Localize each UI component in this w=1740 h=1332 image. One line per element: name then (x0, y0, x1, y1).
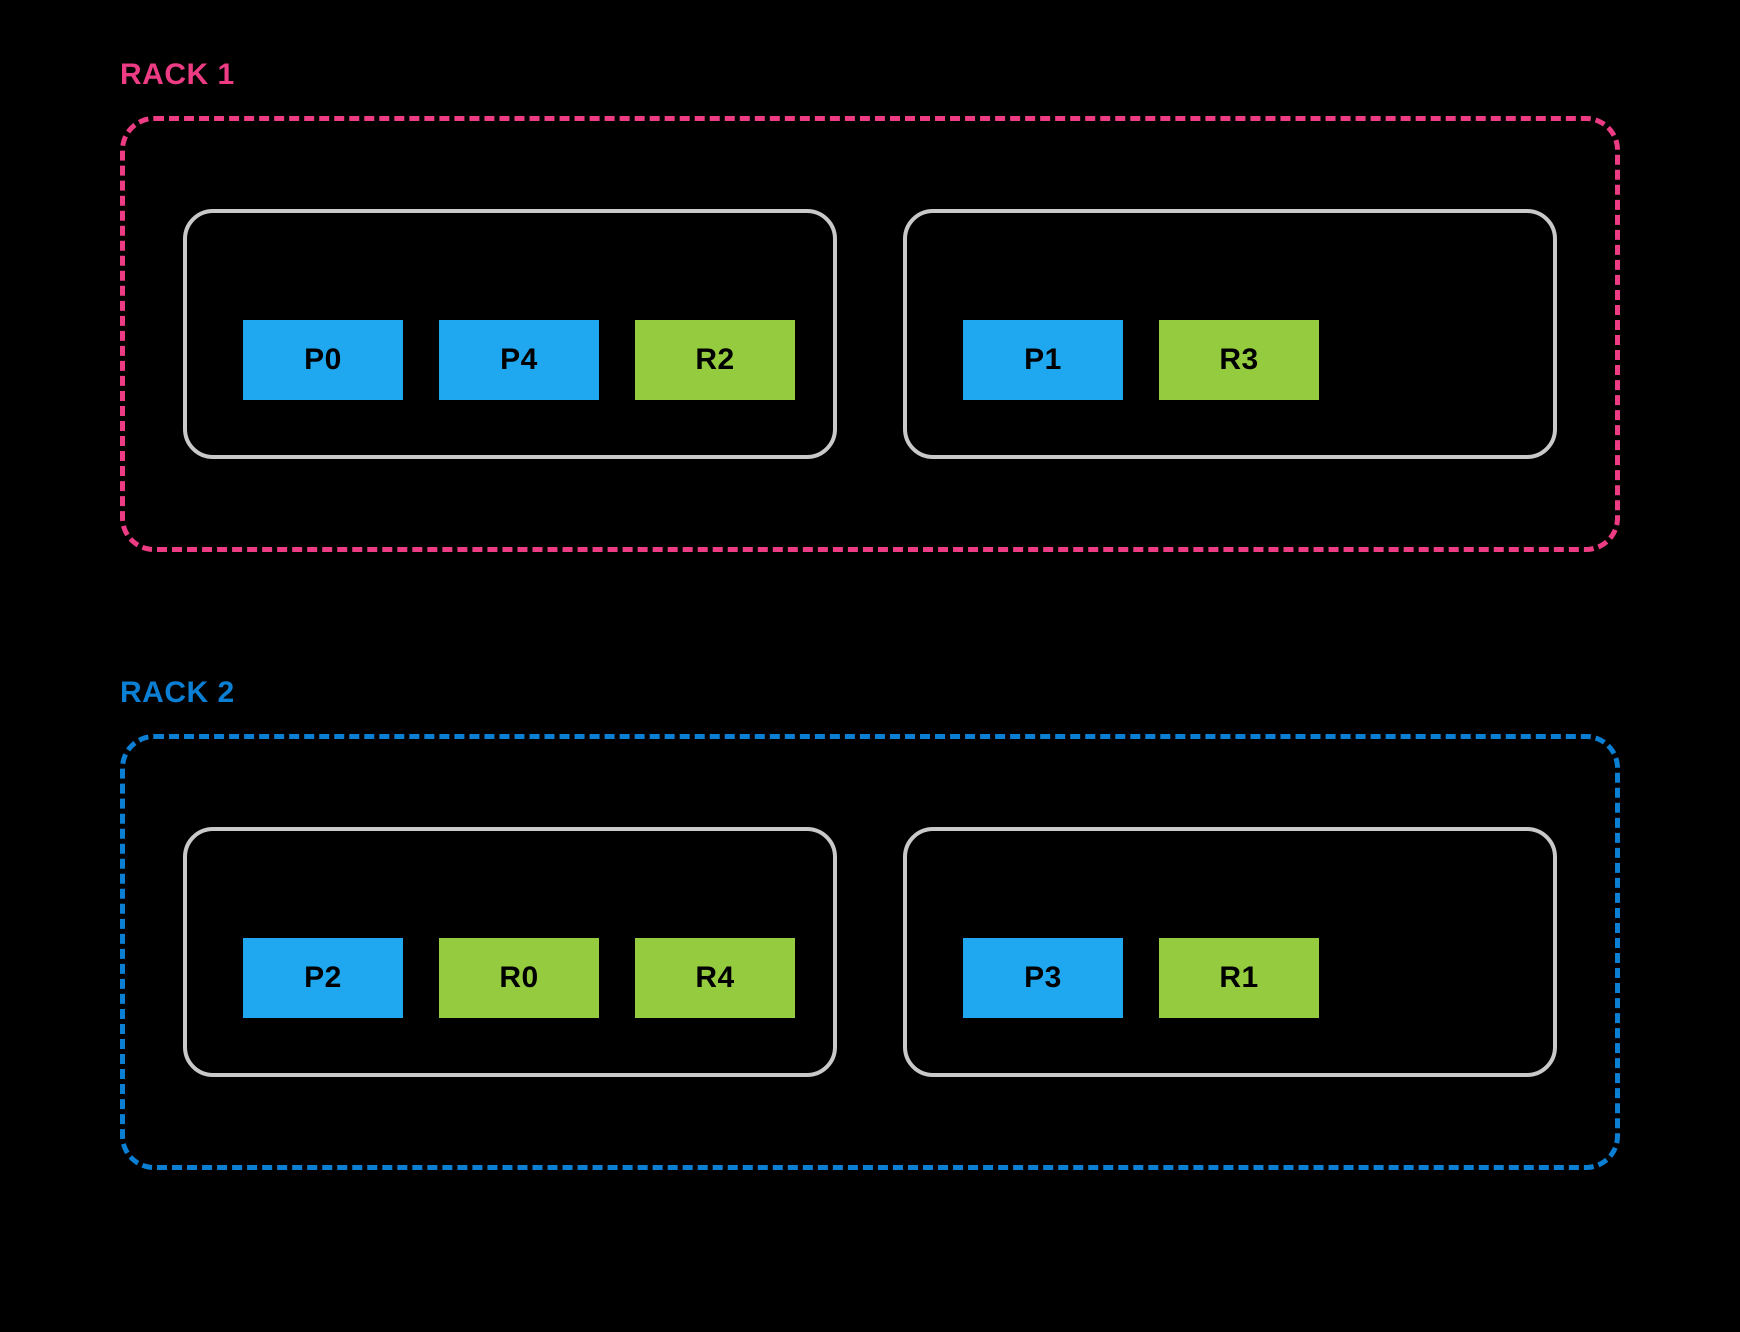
block-p3[interactable]: P3 (963, 938, 1123, 1018)
block-r3[interactable]: R3 (1159, 320, 1319, 400)
block-p0[interactable]: P0 (243, 320, 403, 400)
rack-group-2: RACK 2 P2 R0 R4 P3 R1 (120, 678, 1620, 1170)
node-box-1-1: P0 P4 R2 (183, 209, 837, 459)
node-box-2-1: P2 R0 R4 (183, 827, 837, 1077)
block-p2[interactable]: P2 (243, 938, 403, 1018)
block-p1[interactable]: P1 (963, 320, 1123, 400)
block-r1[interactable]: R1 (1159, 938, 1319, 1018)
rack-group-1: RACK 1 P0 P4 R2 P1 R3 (120, 60, 1620, 552)
block-r0[interactable]: R0 (439, 938, 599, 1018)
rack-label-2: RACK 2 (120, 676, 235, 709)
rack-boundary-1: P0 P4 R2 P1 R3 (120, 116, 1620, 552)
node-box-2-2: P3 R1 (903, 827, 1557, 1077)
block-p4[interactable]: P4 (439, 320, 599, 400)
rack-boundary-2: P2 R0 R4 P3 R1 (120, 734, 1620, 1170)
block-r2[interactable]: R2 (635, 320, 795, 400)
rack-label-1: RACK 1 (120, 58, 235, 91)
block-r4[interactable]: R4 (635, 938, 795, 1018)
node-box-1-2: P1 R3 (903, 209, 1557, 459)
